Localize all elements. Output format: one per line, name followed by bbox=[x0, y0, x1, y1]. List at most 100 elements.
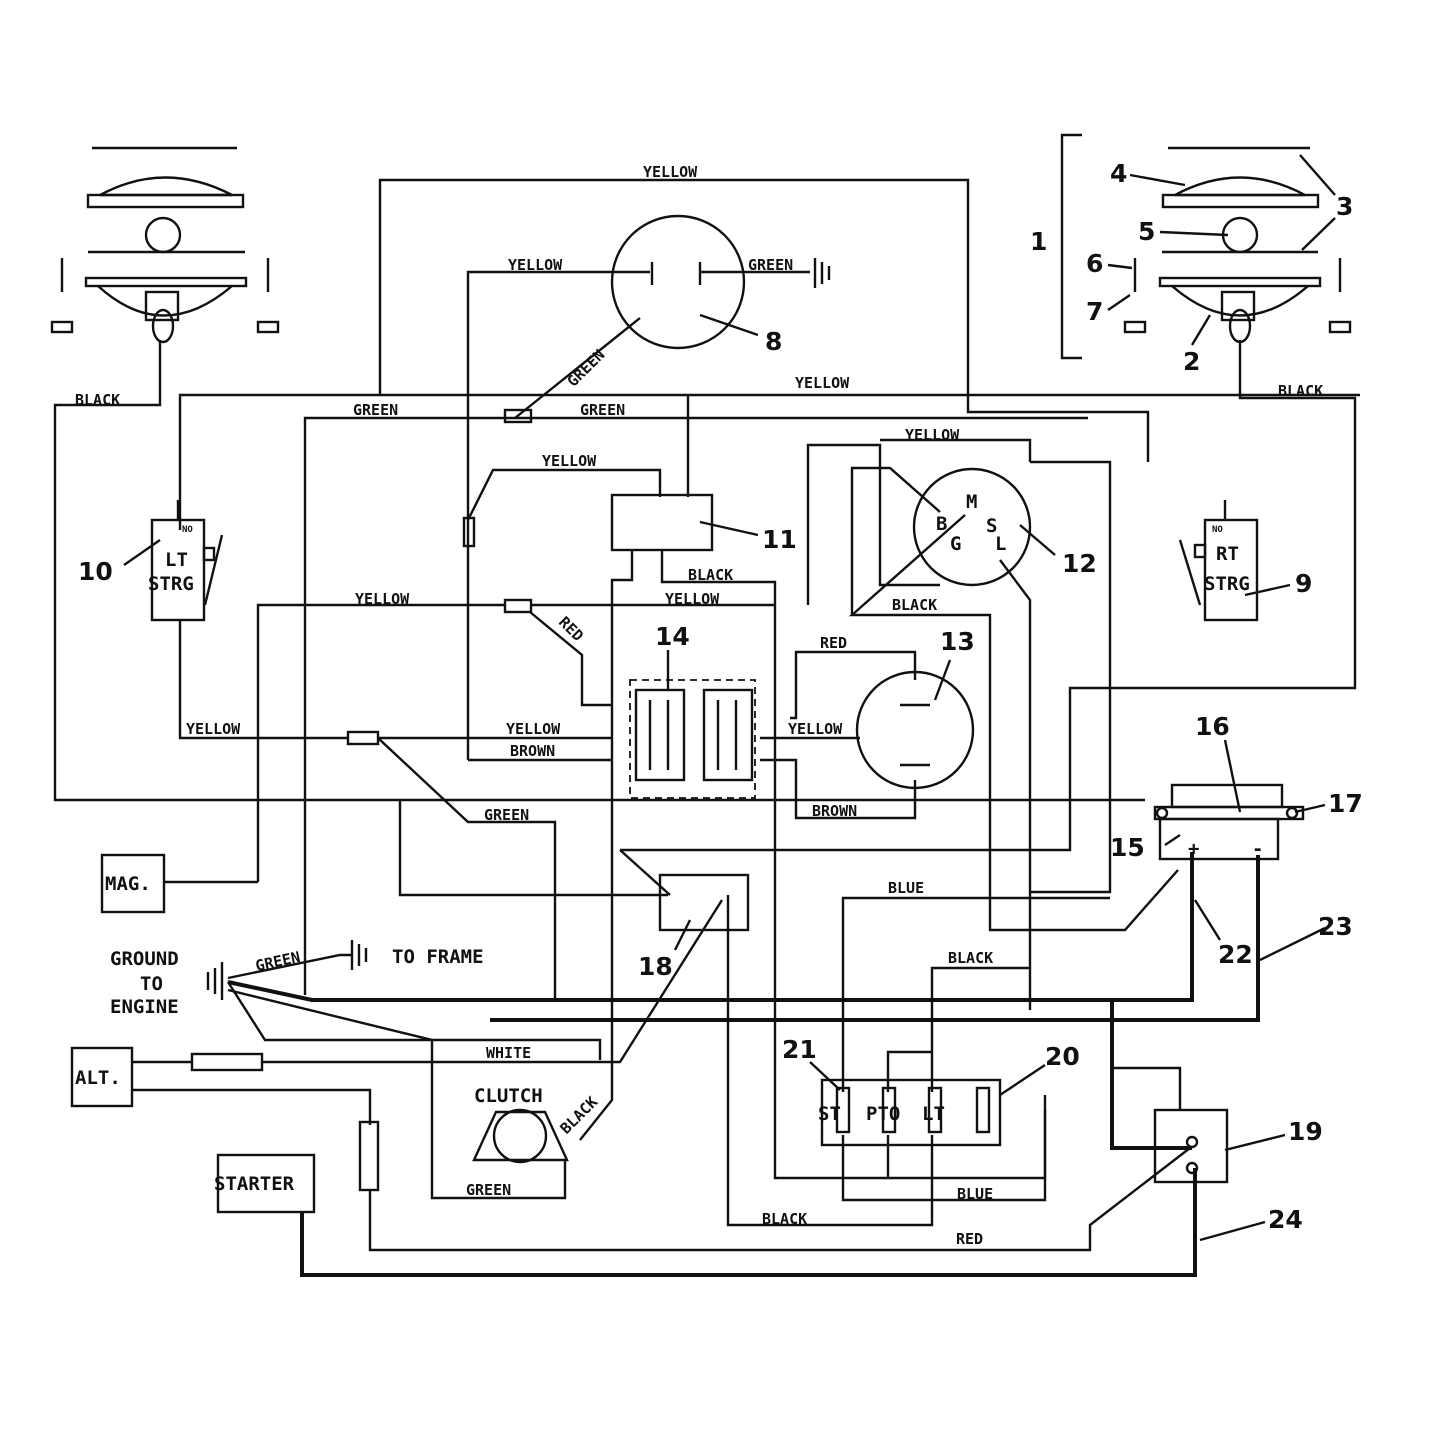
callout-3: 3 bbox=[1336, 192, 1353, 221]
callout-1: 1 bbox=[1030, 227, 1047, 256]
ground-label: ENGINE bbox=[110, 996, 179, 1018]
wire-label: GREEN bbox=[353, 401, 398, 419]
callout-11: 11 bbox=[762, 525, 797, 554]
callout-5: 5 bbox=[1138, 217, 1155, 246]
engine-ground-symbol bbox=[206, 962, 224, 1000]
wire-label: BROWN bbox=[510, 742, 555, 760]
callout-21: 21 bbox=[782, 1035, 817, 1064]
callout-9: 9 bbox=[1295, 569, 1312, 598]
battery-minus: - bbox=[1252, 838, 1263, 860]
frame-ground-symbol bbox=[350, 940, 368, 970]
wire-label: YELLOW bbox=[665, 590, 720, 608]
ground-label: GROUND bbox=[110, 948, 179, 970]
callout-4: 4 bbox=[1110, 159, 1127, 188]
callout-8: 8 bbox=[765, 327, 782, 356]
alt-label: ALT. bbox=[75, 1067, 121, 1089]
wire-label: BLACK bbox=[948, 949, 993, 967]
wire-label: WHITE bbox=[486, 1044, 531, 1062]
clutch bbox=[472, 1108, 569, 1164]
wire-label: BLACK bbox=[557, 1093, 602, 1138]
callout-2: 2 bbox=[1183, 347, 1200, 376]
wire-label: RED bbox=[820, 634, 847, 652]
wire-label: YELLOW bbox=[542, 452, 597, 470]
wire-label: BLACK bbox=[892, 596, 937, 614]
wire-label: GREEN bbox=[748, 256, 793, 274]
right-headlight bbox=[1060, 133, 1352, 360]
wire-label: GREEN bbox=[580, 401, 625, 419]
rt-switch-label: STRG bbox=[1204, 573, 1250, 595]
relay-11 bbox=[610, 493, 714, 552]
wire-label: BLACK bbox=[688, 566, 733, 584]
wire-label: RED bbox=[555, 613, 587, 645]
battery-plus: + bbox=[1188, 838, 1199, 860]
wire-label: BLACK bbox=[75, 391, 120, 409]
wire-label: YELLOW bbox=[643, 163, 698, 181]
callout-22: 22 bbox=[1218, 940, 1253, 969]
mag-box bbox=[100, 853, 166, 914]
wire-label: RED bbox=[956, 1230, 983, 1248]
key-g: G bbox=[950, 533, 961, 555]
fuse-panel-20 bbox=[820, 1078, 1002, 1147]
wire-label: YELLOW bbox=[795, 374, 850, 392]
connector-13 bbox=[855, 670, 975, 790]
switch-18 bbox=[658, 873, 750, 932]
rt-switch-label: RT bbox=[1216, 543, 1239, 565]
callout-20: 20 bbox=[1045, 1042, 1080, 1071]
callout-17: 17 bbox=[1328, 789, 1363, 818]
wire-label: GREEN bbox=[484, 806, 529, 824]
to-frame-label: TO FRAME bbox=[392, 946, 484, 968]
key-m: M bbox=[966, 491, 977, 513]
key-l: L bbox=[995, 533, 1006, 555]
starter-label: STARTER bbox=[214, 1173, 295, 1195]
callout-14: 14 bbox=[655, 622, 690, 651]
no-mark: NO bbox=[1212, 525, 1223, 535]
battery-16 bbox=[1153, 783, 1305, 861]
callout-18: 18 bbox=[638, 952, 673, 981]
wire-label: GREEN bbox=[254, 948, 302, 975]
connector-8 bbox=[610, 214, 746, 350]
mag-label: MAG. bbox=[105, 873, 151, 895]
starter-box bbox=[216, 1153, 316, 1214]
callout-15: 15 bbox=[1110, 833, 1145, 862]
callout-numbers: 1 2 3 4 5 6 7 8 9 10 11 12 13 14 15 16 1… bbox=[78, 159, 1363, 1234]
panel-st-label: ST bbox=[818, 1103, 841, 1125]
lt-switch-label: LT bbox=[165, 549, 188, 571]
relay-pair-14 bbox=[629, 679, 756, 799]
wire-label: YELLOW bbox=[788, 720, 843, 738]
component-labels: LT STRG NO RT STRG NO MAG. ALT. STARTER … bbox=[75, 491, 1263, 1195]
lt-switch-label: STRG bbox=[148, 573, 194, 595]
wire-label: BLACK bbox=[1278, 382, 1323, 400]
callout-6: 6 bbox=[1086, 249, 1103, 278]
callout-24: 24 bbox=[1268, 1205, 1303, 1234]
clutch-label: CLUTCH bbox=[474, 1085, 543, 1107]
leader-lines bbox=[123, 154, 1336, 1242]
alt-box bbox=[70, 1046, 134, 1108]
callout-10: 10 bbox=[78, 557, 113, 586]
callout-12: 12 bbox=[1062, 549, 1097, 578]
panel-pto-label: PTO bbox=[866, 1103, 900, 1125]
no-mark: NO bbox=[182, 525, 193, 535]
key-switch-12 bbox=[912, 467, 1032, 587]
wire-label: YELLOW bbox=[506, 720, 561, 738]
wires bbox=[53, 178, 1360, 1277]
key-s: S bbox=[986, 515, 997, 537]
callout-13: 13 bbox=[940, 627, 975, 656]
wire-label: YELLOW bbox=[186, 720, 241, 738]
ground-symbol-8 bbox=[813, 258, 831, 288]
callout-19: 19 bbox=[1288, 1117, 1323, 1146]
callout-23: 23 bbox=[1318, 912, 1353, 941]
callout-16: 16 bbox=[1195, 712, 1230, 741]
key-b: B bbox=[936, 513, 947, 535]
wire-labels: YELLOW YELLOW GREEN GREEN BLACK YELLOW B… bbox=[75, 163, 1323, 1248]
wire-label: GREEN bbox=[564, 346, 609, 391]
wire-label: BLUE bbox=[888, 879, 924, 897]
rt-steering-switch-9 bbox=[1203, 518, 1259, 622]
wire-label: BLUE bbox=[957, 1185, 993, 1203]
wire-label: YELLOW bbox=[355, 590, 410, 608]
panel-lt-label: LT bbox=[922, 1103, 945, 1125]
left-headlight bbox=[50, 146, 280, 344]
wire-label: YELLOW bbox=[905, 426, 960, 444]
wire-label: BROWN bbox=[812, 802, 857, 820]
solenoid-19 bbox=[1153, 1108, 1229, 1184]
